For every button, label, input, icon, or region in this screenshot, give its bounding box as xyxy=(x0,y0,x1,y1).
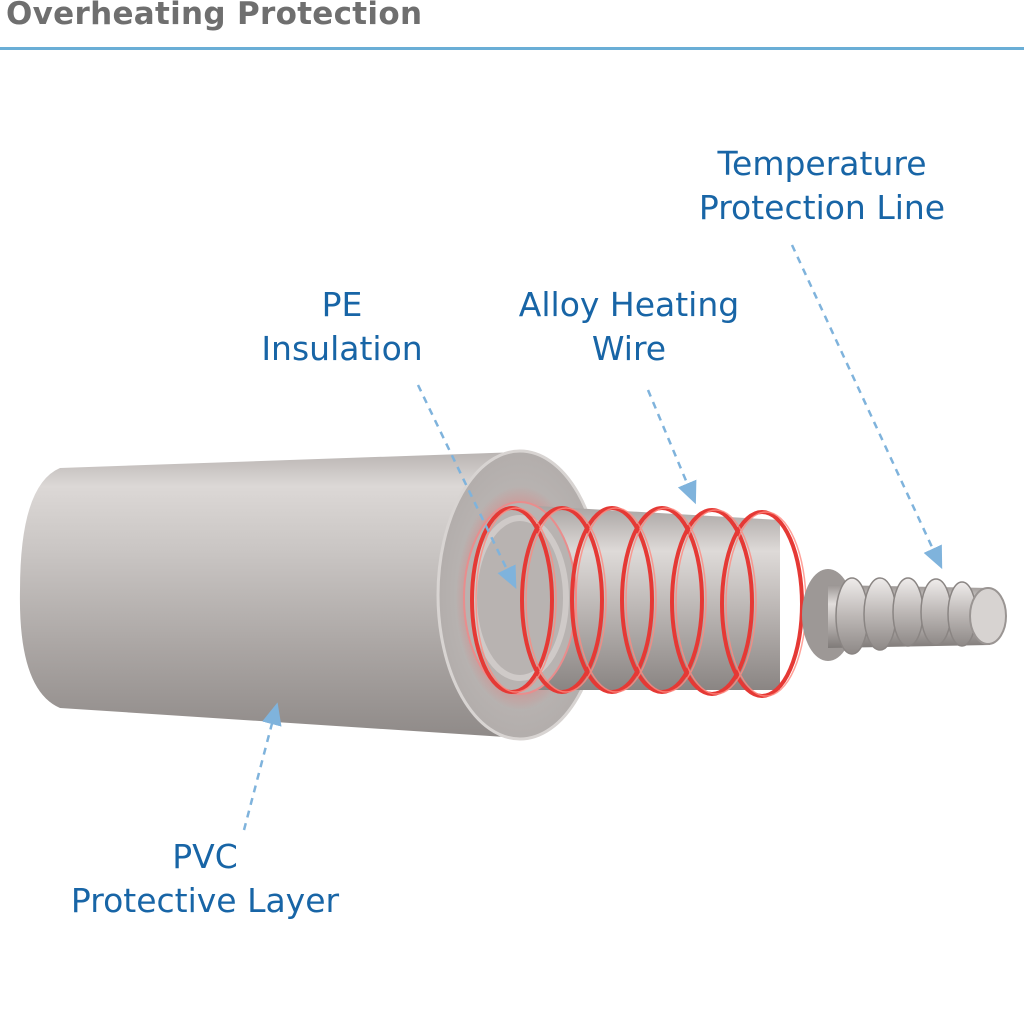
label-pe-line1: PE xyxy=(321,285,363,324)
label-alloy-line2: Wire xyxy=(591,329,667,368)
page-title: Overheating Protection xyxy=(6,0,423,32)
label-pvc-protective-layer: PVC Protective Layer xyxy=(40,835,370,923)
label-pe-line2: Insulation xyxy=(261,329,423,368)
leader-temperature xyxy=(790,244,943,570)
label-pe-insulation: PE Insulation xyxy=(232,283,452,371)
label-temperature-line1: Temperature xyxy=(717,144,927,183)
leader-alloy xyxy=(646,389,697,505)
header: Overheating Protection xyxy=(0,0,1024,50)
label-pvc-line2: Protective Layer xyxy=(70,881,340,920)
leader-pe xyxy=(416,384,517,590)
leader-lines xyxy=(242,244,943,831)
alloy-heating-wire-glow xyxy=(475,507,807,697)
label-pvc-line1: PVC xyxy=(172,837,238,876)
header-divider xyxy=(0,47,1024,50)
label-temperature-line2: Protection Line xyxy=(698,188,946,227)
label-alloy-line1: Alloy Heating xyxy=(518,285,740,324)
label-alloy-heating-wire: Alloy Heating Wire xyxy=(494,283,764,371)
label-temperature-protection-line: Temperature Protection Line xyxy=(672,142,972,230)
leader-pvc xyxy=(242,702,282,831)
temperature-protection-line xyxy=(802,569,1007,661)
